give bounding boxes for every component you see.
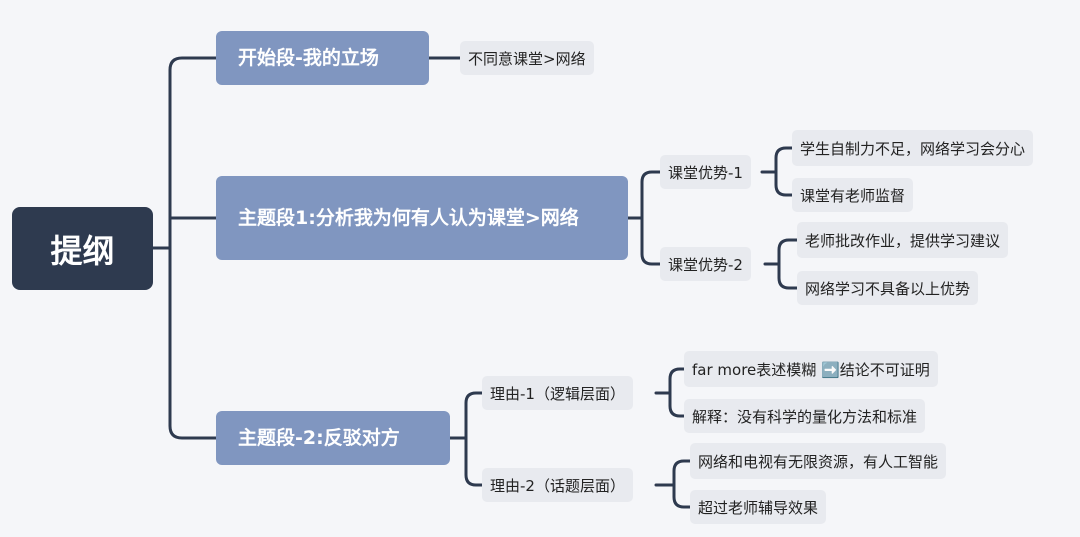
advantage2-leaf-2[interactable]: 网络学习不具备以上优势 bbox=[797, 271, 979, 305]
connector-reason2-leaf1 bbox=[672, 459, 692, 487]
reason2-leaf-2[interactable]: 超过老师辅导效果 bbox=[690, 490, 827, 524]
advantage1-node[interactable]: 课堂优势-1 bbox=[660, 155, 751, 189]
connector-adv1-leaf1 bbox=[774, 146, 794, 174]
reason1-node[interactable]: 理由-1（逻辑层面） bbox=[482, 376, 633, 410]
connector-reason2-leaf2 bbox=[672, 483, 692, 509]
connector-adv2-leaf1 bbox=[777, 238, 799, 266]
connector-topic1-adv2 bbox=[640, 216, 662, 266]
reason2-leaf-1[interactable]: 网络和电视有无限资源，有人工智能 bbox=[690, 443, 947, 479]
root-node[interactable]: 提纲 bbox=[12, 207, 153, 290]
opening-leaf-1[interactable]: 不同意课堂>网络 bbox=[460, 41, 594, 75]
advantage2-leaf-1[interactable]: 老师批改作业，提供学习建议 bbox=[797, 222, 1009, 258]
advantage2-node[interactable]: 课堂优势-2 bbox=[660, 247, 751, 281]
connector-reason1-leaf1 bbox=[668, 367, 686, 395]
topic2-node[interactable]: 主题段-2:反驳对方 bbox=[216, 411, 450, 465]
connector-topic1-adv1 bbox=[640, 170, 662, 220]
connector-topic2-reason1 bbox=[464, 391, 484, 440]
opening-node[interactable]: 开始段-我的立场 bbox=[216, 31, 429, 85]
advantage1-leaf-2[interactable]: 课堂有老师监督 bbox=[792, 178, 914, 212]
connector-adv1-leaf2 bbox=[774, 170, 794, 197]
connector-root-opening bbox=[168, 56, 218, 250]
topic1-node[interactable]: 主题段1:分析我为何有人认为课堂>网络 bbox=[216, 176, 628, 260]
connector-topic2-reason2 bbox=[464, 436, 484, 487]
connector-reason1-leaf2 bbox=[668, 391, 686, 418]
advantage1-leaf-1[interactable]: 学生自制力不足，网络学习会分心 bbox=[792, 130, 1034, 166]
reason1-leaf-1[interactable]: far more表述模糊 ➡️结论不可证明 bbox=[684, 351, 938, 387]
reason1-leaf-2[interactable]: 解释：没有科学的量化方法和标准 bbox=[684, 399, 926, 433]
connector-adv2-leaf2 bbox=[777, 262, 799, 290]
reason2-node[interactable]: 理由-2（话题层面） bbox=[482, 468, 633, 502]
connector-root-topic2 bbox=[168, 246, 218, 440]
